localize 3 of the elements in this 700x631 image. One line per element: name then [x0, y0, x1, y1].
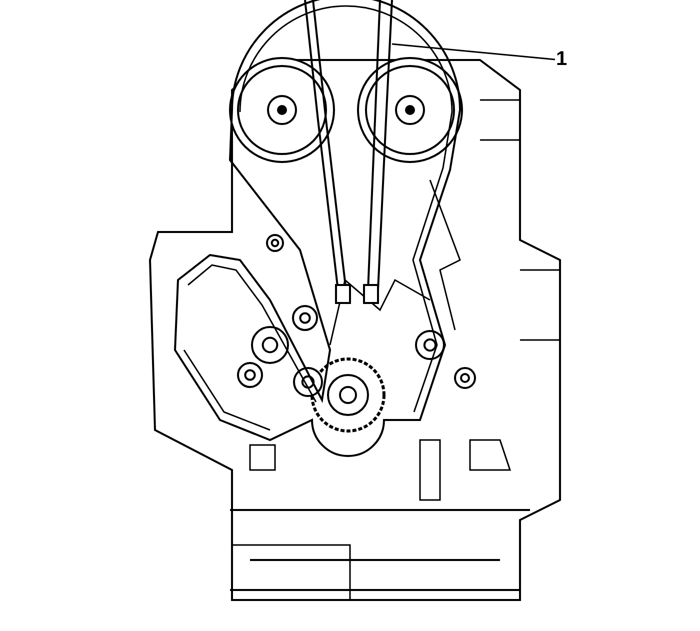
callout-number: 1 — [556, 48, 568, 71]
leader-line — [392, 43, 556, 60]
locking-tool-rods — [304, 0, 393, 304]
